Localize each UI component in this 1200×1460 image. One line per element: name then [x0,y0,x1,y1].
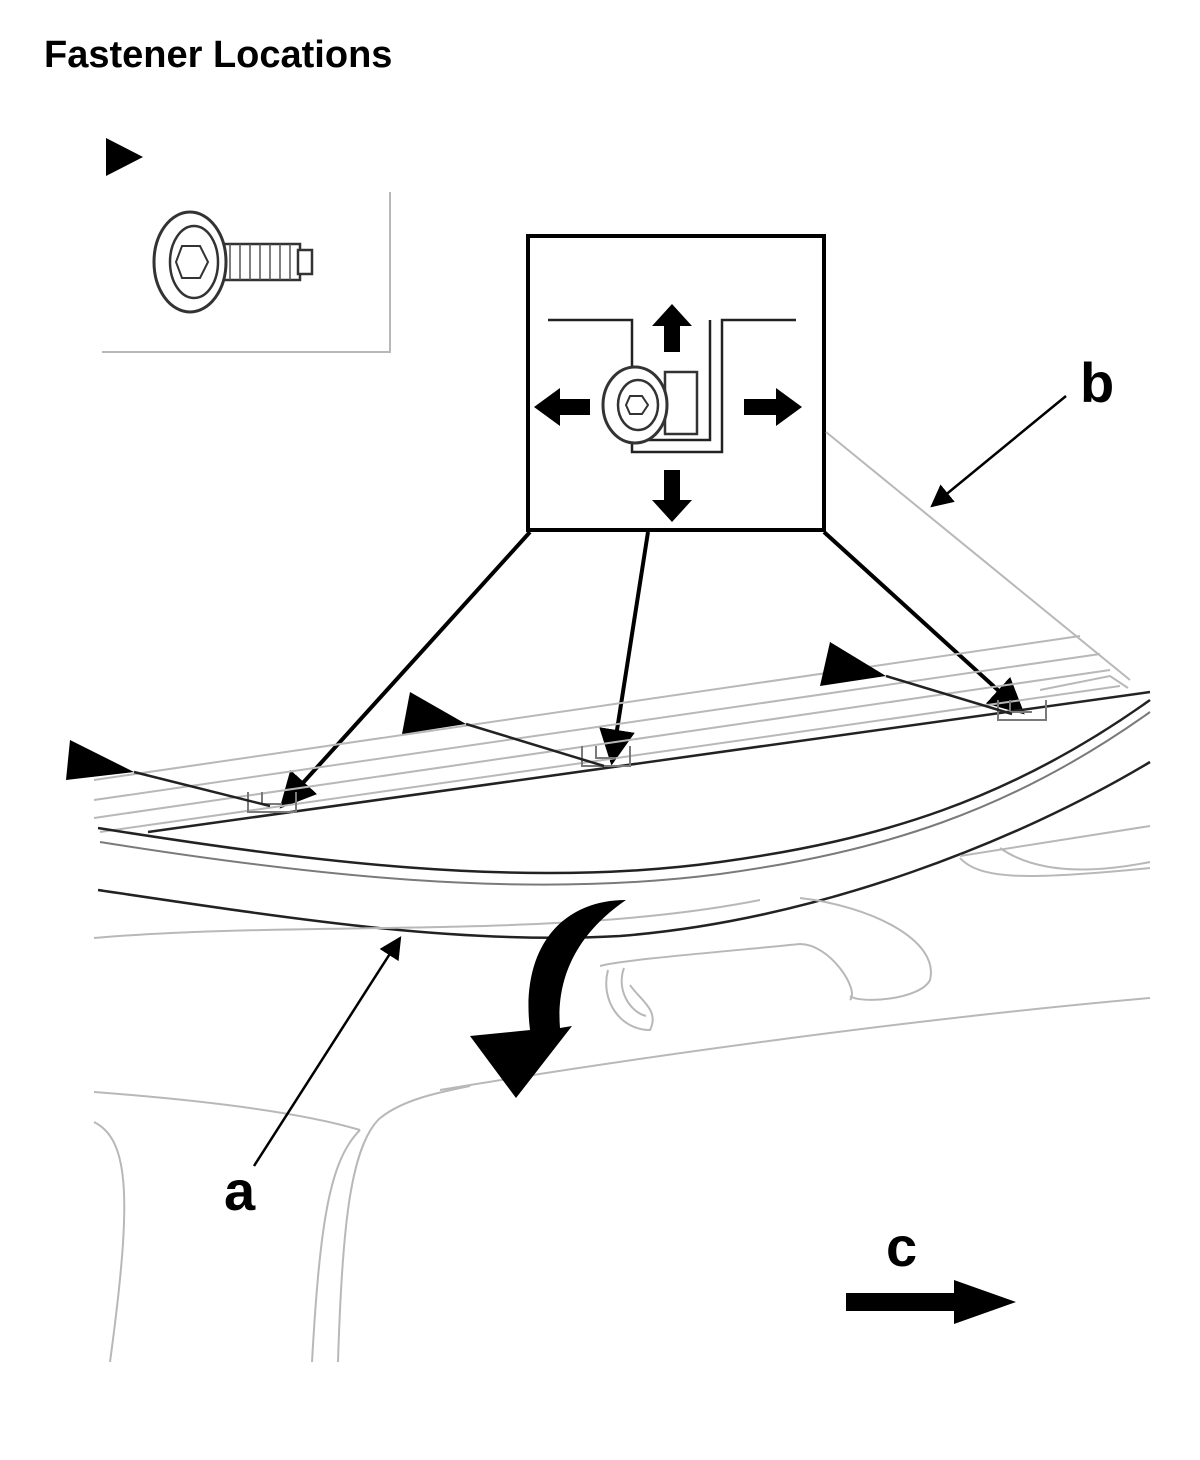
triangle-marker-icon [820,642,886,686]
page-title: Fastener Locations [44,34,393,76]
detail-box [526,234,826,532]
label-a: a [224,1159,256,1222]
fastener-markers [66,642,1013,808]
detail-leaders [279,530,1025,809]
legend [102,138,391,353]
flange-bolt-icon [152,210,314,314]
arrow-up-icon [652,304,692,352]
arrow-left-icon [534,388,590,426]
arrow-right-icon [744,388,802,426]
label-b: b [1080,351,1114,414]
curved-removal-arrow-icon [470,900,626,1098]
legend-bracket [102,192,391,353]
callout-a: a [224,936,402,1222]
triangle-marker-icon [106,138,143,176]
triangle-marker-icon [66,740,134,780]
callout-b: b [930,351,1114,508]
callout-c: c [846,1215,1016,1324]
slot-outline [548,318,796,454]
arrow-down-icon [652,470,692,522]
vehicle-structure [93,431,1151,1363]
label-c: c [886,1215,917,1278]
direction-arrow-icon [846,1280,1016,1324]
triangle-marker-icon [402,692,466,734]
